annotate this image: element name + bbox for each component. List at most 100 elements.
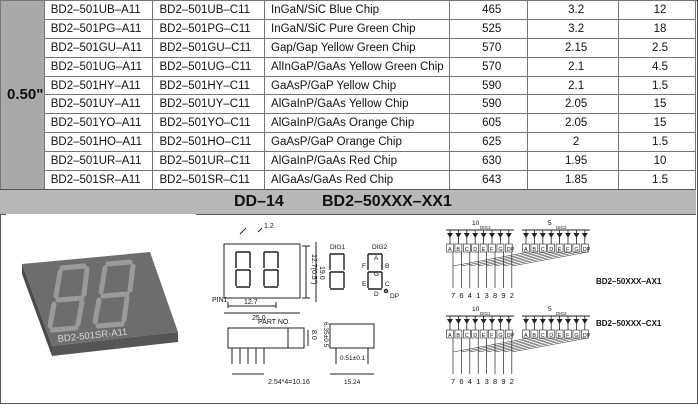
- segment-box: [572, 329, 581, 339]
- drawings-area: BD2-501SR-A11 1.2 12.7(0.5") 19.0 12.7 2…: [0, 214, 698, 404]
- cross-connection: [469, 337, 546, 353]
- pin-number: 3: [485, 291, 489, 300]
- segment-box: [564, 243, 572, 253]
- forward-voltage-cell: 2.05: [527, 113, 620, 134]
- forward-voltage-cell: 2.1: [527, 75, 620, 96]
- dim-width: 25.0: [252, 315, 266, 322]
- chip-material: GaAsP/GaP Orange Chip: [264, 132, 451, 153]
- part-number-cathode: BD2–501UY–C11: [152, 94, 266, 115]
- pin-number: 4: [468, 377, 472, 386]
- intensity-cell: 1.5: [618, 75, 696, 96]
- pin-number: 7: [451, 291, 455, 300]
- series-name: BD2–50XXX–XX1: [322, 193, 452, 210]
- segment-box: [496, 243, 505, 253]
- dim-pitch: 2.54*4=10.16: [268, 379, 310, 386]
- cross-connection: [461, 251, 538, 267]
- segment-box: [446, 329, 454, 339]
- part-number-cathode: BD2–501PG–C11: [152, 18, 266, 39]
- segment-letter: A: [448, 247, 452, 253]
- segment-letter: B: [532, 247, 536, 253]
- front-view-drawing: [223, 227, 317, 375]
- segment-box: [555, 243, 564, 253]
- pin-number: 9: [501, 291, 505, 300]
- segment-letter: DP: [507, 247, 515, 253]
- segment-letter: A: [448, 333, 452, 339]
- segment-letter: A: [524, 247, 528, 253]
- side-view-drawing: [329, 323, 375, 375]
- cross-connection: [511, 337, 588, 353]
- pin-number: 9: [501, 377, 505, 386]
- part-number-anode: BD2–501PG–A11: [43, 18, 154, 39]
- dim-top: 1.2: [264, 223, 274, 230]
- chip-material: AlGaInP/GaAs Red Chip: [264, 151, 451, 172]
- segment-letter: C: [465, 247, 469, 253]
- segment-box: [522, 243, 530, 253]
- dig1-label: DIG1: [330, 244, 346, 251]
- wavelength-cell: 570: [449, 37, 529, 58]
- dig1-tag: DIG1: [480, 311, 491, 316]
- intensity-cell: 1.5: [618, 170, 696, 190]
- part-number-cathode: BD2–501HO–C11: [152, 132, 266, 153]
- segment-letter: F: [490, 333, 494, 339]
- common-pin-number: 5: [548, 306, 552, 313]
- segment-box: [471, 329, 480, 339]
- drawing-number: DD–14: [234, 193, 284, 210]
- segment-box: [538, 329, 547, 339]
- product-photo: BD2-501SR-A11: [6, 214, 196, 402]
- segment-box: [454, 243, 463, 253]
- intensity-cell: 15: [618, 113, 696, 134]
- segment-box: [522, 329, 530, 339]
- pin-number: 7: [451, 377, 455, 386]
- dimension-labels: 1.2 12.7(0.5") 19.0 12.7 25.0 PIN1 PART …: [212, 223, 325, 386]
- chip-material: InGaN/SiC Pure Green Chip: [264, 18, 451, 39]
- segment-box: [564, 329, 572, 339]
- cross-connection: [503, 337, 580, 353]
- segment-letter: C: [541, 333, 545, 339]
- chip-material: AlGaInP/GaAs Orange Chip: [264, 113, 451, 134]
- forward-voltage-cell: 3.2: [527, 18, 620, 39]
- part-number-cathode: BD2–501SR–C11: [152, 170, 266, 190]
- segment-letter: C: [465, 333, 469, 339]
- forward-voltage-cell: 1.85: [527, 170, 620, 190]
- part-number-cathode: BD2–501UR–C11: [152, 151, 266, 172]
- segment-box: [446, 243, 454, 253]
- segment-letter: D: [549, 247, 553, 253]
- segment-letter: D: [473, 333, 477, 339]
- common-pin-number: 10: [472, 306, 480, 313]
- pin-number: 8: [493, 377, 497, 386]
- part-number-anode: BD2–501HY–A11: [43, 75, 154, 96]
- wavelength-cell: 643: [449, 170, 529, 190]
- segment-box: [479, 243, 488, 253]
- cross-connection: [461, 337, 538, 353]
- digit-diagram: [329, 253, 389, 294]
- part-number-cathode: BD2–501UG–C11: [152, 56, 266, 77]
- cross-connection: [452, 251, 530, 267]
- part-number-anode: BD2–501HO–A11: [43, 132, 154, 153]
- segment-box: [462, 329, 471, 339]
- part-number-cathode: BD2–501HY–C11: [152, 75, 266, 96]
- forward-voltage-cell: 2.05: [527, 94, 620, 115]
- wavelength-cell: 590: [449, 75, 529, 96]
- forward-voltage-cell: 2.1: [527, 56, 620, 77]
- part-number-cathode: BD2–501GU–C11: [152, 37, 266, 58]
- segment-box: [530, 329, 539, 339]
- segment-box: [488, 329, 496, 339]
- segment-letter: D: [549, 333, 553, 339]
- pin-number: 2: [510, 377, 514, 386]
- dim-height: 12.7(0.5"): [310, 254, 317, 285]
- cross-connection: [478, 337, 555, 353]
- segment-letter: G: [574, 333, 578, 339]
- segment-box: [572, 243, 581, 253]
- forward-voltage-cell: 1.95: [527, 151, 620, 172]
- dig2-tag: DIG2: [556, 225, 567, 230]
- segment-letter: G: [498, 333, 502, 339]
- chip-material: AlGaAs/GaAs Red Chip: [264, 170, 451, 190]
- segment-box: [530, 243, 539, 253]
- segment-box: [479, 329, 488, 339]
- chip-material: AlInGaP/GaAs Yellow Green Chip: [264, 56, 451, 77]
- segment-letter: E: [558, 247, 562, 253]
